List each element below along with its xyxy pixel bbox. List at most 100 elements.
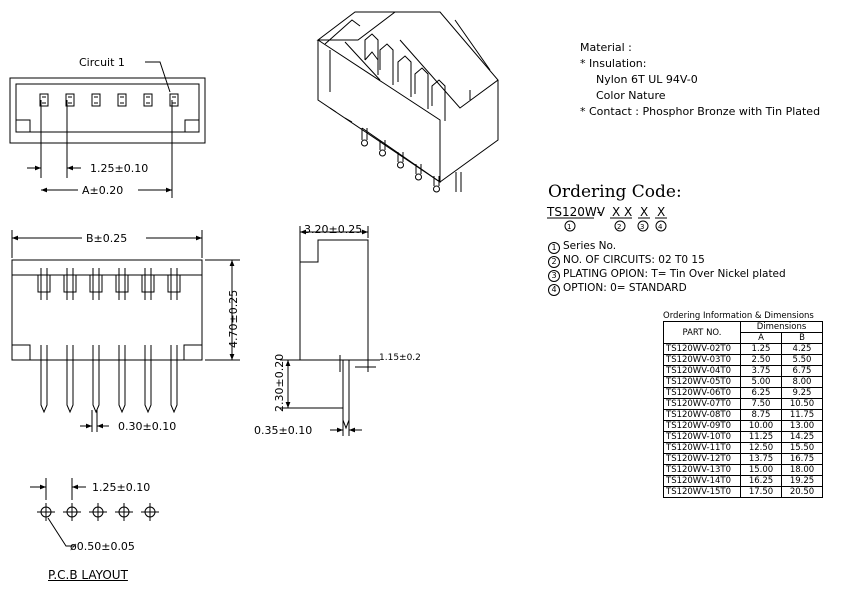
b-cell: 16.75 — [781, 453, 823, 465]
col-b-header: B — [781, 332, 823, 344]
a-cell: 10.00 — [740, 420, 782, 432]
part-cell: TS120WV-08T0 — [663, 409, 741, 421]
front-pin-tail — [40, 345, 48, 414]
front-pin-slot — [63, 275, 77, 293]
dim-a-label: A±0.20 — [82, 184, 123, 197]
top-pin — [117, 93, 127, 107]
iso-tails — [361, 128, 462, 193]
a-cell: 8.75 — [740, 409, 782, 421]
part-cell: TS120WV-13T0 — [663, 464, 741, 476]
pcb-hole-crosshair — [63, 503, 81, 521]
a-cell: 1.25 — [740, 343, 782, 355]
pin-length-label: 2.30±0.20 — [273, 354, 286, 412]
pcb-pitch-label: 1.25±0.10 — [92, 481, 150, 494]
top-pin — [39, 93, 49, 107]
note-text: OPTION: 0= STANDARD — [563, 282, 687, 294]
b-cell: 19.25 — [781, 475, 823, 487]
material-block: Material : * Insulation: Nylon 6T UL 94V… — [580, 40, 820, 120]
isometric-view — [316, 11, 499, 193]
side-width-label: 3.20±0.25 — [304, 223, 362, 236]
front-pin-tail — [144, 345, 152, 414]
insulation-line-2: Color Nature — [596, 89, 666, 102]
note-text: NO. OF CIRCUITS: 02 T0 15 — [563, 254, 705, 266]
front-pin-slot — [115, 275, 129, 293]
col-dims-header: Dimensions — [740, 321, 823, 333]
front-pin-upper — [92, 268, 100, 300]
table-title: Ordering Information & Dimensions — [663, 311, 814, 321]
pitch-top-label: 1.25±0.10 — [90, 162, 148, 175]
b-cell: 20.50 — [781, 486, 823, 498]
top-pin-mark — [120, 96, 124, 104]
part-cell: TS120WV-02T0 — [663, 343, 741, 355]
col-part-header: PART NO. — [663, 321, 741, 344]
note-mark: 1 — [548, 242, 560, 254]
top-pin-mark — [94, 96, 98, 104]
pcb-hole-crosshair — [89, 503, 107, 521]
ordering-code: TS120WV - X X X X 1 2 3 4 — [546, 205, 667, 232]
insulation-line-1: Nylon 6T UL 94V-0 — [596, 73, 698, 86]
note-mark: 3 — [548, 270, 560, 282]
code-x4: X — [657, 205, 665, 219]
a-cell: 2.50 — [740, 354, 782, 366]
front-pin-slot — [37, 275, 51, 293]
note-text: Series No. — [563, 240, 617, 252]
pin-thickness-front-label: 0.30±0.10 — [118, 420, 176, 433]
circuit-1-label: Circuit 1 — [79, 56, 125, 69]
part-cell: TS120WV-06T0 — [663, 387, 741, 399]
top-pin — [169, 93, 179, 107]
part-cell: TS120WV-11T0 — [663, 442, 741, 454]
b-cell: 5.50 — [781, 354, 823, 366]
a-cell: 15.00 — [740, 464, 782, 476]
iso-pins — [364, 33, 446, 121]
code-dash: - — [597, 205, 601, 219]
side-view: 3.20±0.25 1.15±0.2 2.30±0.20 0.35±0.10 — [254, 223, 421, 437]
part-cell: TS120WV-05T0 — [663, 376, 741, 388]
pcb-layout-title: P.C.B LAYOUT — [48, 568, 128, 582]
pcb-hole-label: ø0.50±0.05 — [70, 540, 135, 553]
b-cell: 15.50 — [781, 442, 823, 454]
note-mark: 4 — [548, 284, 560, 296]
note-mark: 2 — [548, 256, 560, 268]
front-pin-slot — [167, 275, 181, 293]
front-pin-upper — [66, 268, 74, 300]
a-cell: 6.25 — [740, 387, 782, 399]
pcb-hole-row — [37, 503, 159, 521]
a-cell: 12.50 — [740, 442, 782, 454]
code-mark-2: 2 — [617, 223, 621, 231]
a-cell: 17.50 — [740, 486, 782, 498]
front-pin-tail — [66, 345, 74, 414]
front-pin-tail — [92, 345, 100, 414]
code-x3: X — [640, 205, 648, 219]
front-pin-tail — [170, 345, 178, 414]
b-cell: 8.00 — [781, 376, 823, 388]
part-cell: TS120WV-07T0 — [663, 398, 741, 410]
b-cell: 14.25 — [781, 431, 823, 443]
b-cell: 11.75 — [781, 409, 823, 421]
front-pin-upper — [144, 268, 152, 300]
part-cell: TS120WV-14T0 — [663, 475, 741, 487]
insulation-label: * Insulation: — [580, 57, 647, 70]
front-pin-upper — [40, 268, 48, 300]
front-pin-upper — [170, 268, 178, 300]
b-cell: 9.25 — [781, 387, 823, 399]
b-cell: 18.00 — [781, 464, 823, 476]
code-mark-3: 3 — [640, 223, 644, 231]
pcb-layout-view: 1.25±0.10 ø0.50±0.05 — [30, 478, 159, 553]
b-cell: 6.75 — [781, 365, 823, 377]
a-cell: 5.00 — [740, 376, 782, 388]
top-pin-row — [39, 93, 179, 107]
